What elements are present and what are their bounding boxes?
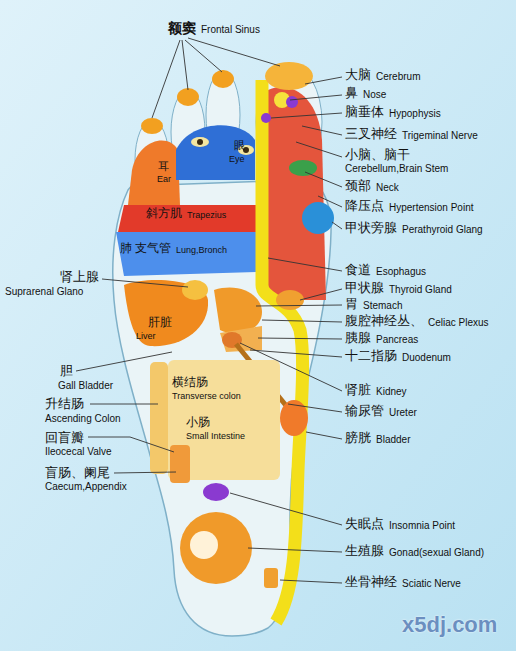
part-label: 三叉神经 [345, 127, 397, 142]
gonad-region [180, 512, 252, 584]
part-label: Hypertension Point [389, 202, 474, 214]
part-label: 脑垂体 [345, 105, 384, 120]
insomnia-point [203, 483, 229, 501]
part-label: 肾上腺 [60, 270, 99, 285]
part-label: 耳 [158, 160, 169, 173]
part-label: Trapezius [187, 210, 226, 220]
part-label: 十二指肠 [345, 349, 397, 364]
part-label: 升结肠 [45, 397, 84, 412]
part-label: Ileocecal Valve [45, 446, 112, 458]
part-label: 肺 支气管 [120, 242, 171, 256]
liver-region [124, 280, 208, 346]
ascending-colon [150, 362, 168, 474]
sinus-point [141, 118, 163, 134]
part-label: Lung,Bronch [176, 245, 227, 255]
part-label: 生殖腺 [345, 544, 384, 559]
gonad-region [190, 531, 218, 559]
part-label: 胰腺 [345, 331, 371, 346]
part-label: 胃 [345, 297, 358, 312]
part-label: Perathyroid Glang [402, 224, 483, 236]
cerebrum-point [286, 96, 298, 108]
part-label: Transverse colon [172, 391, 241, 401]
part-label: 小脑、脑干 [345, 148, 410, 163]
part-label: Pancreas [376, 334, 418, 346]
part-label: Ear [157, 174, 171, 184]
part-label: Gonad(sexual Gland) [389, 547, 484, 559]
part-label: 眼 [234, 139, 245, 152]
part-label: Caecum,Appendix [45, 481, 127, 493]
adrenal-point [182, 280, 208, 300]
part-label: Thyroid Gland [389, 284, 452, 296]
part-label: Frontal Sinus [201, 24, 260, 36]
part-label: Cerebrum [376, 71, 420, 83]
hypophysis-point [261, 113, 271, 123]
part-label: 鼻 [345, 86, 358, 101]
part-label: Liver [136, 331, 156, 341]
part-label: Nose [363, 89, 386, 101]
part-label: 肾脏 [345, 383, 371, 398]
part-label: Kidney [376, 386, 407, 398]
part-label: 回盲瓣 [45, 431, 84, 446]
part-label: 失眠点 [345, 517, 384, 532]
bladder-region [280, 400, 308, 436]
part-label: Neck [376, 182, 399, 194]
part-label: 盲肠、阑尾 [45, 466, 110, 481]
part-label: Esophagus [376, 266, 426, 278]
part-label: Trigeminal Nerve [402, 130, 478, 142]
sciatic-point [264, 568, 278, 588]
parathyroid-point [302, 202, 334, 234]
part-label: Ascending Colon [45, 413, 121, 425]
part-label: Hypophysis [389, 108, 441, 120]
part-label: 斜方肌 [146, 207, 182, 221]
part-label: 小肠 [186, 416, 210, 430]
stomach-region [214, 288, 262, 334]
part-label: 甲状腺 [345, 281, 384, 296]
ear-region [128, 140, 180, 205]
caecum-region [170, 445, 190, 483]
part-label: 颈部 [345, 179, 371, 194]
part-label: 肝脏 [148, 316, 172, 330]
part-label: 胆 [60, 364, 73, 379]
part-label: Suprarenal Glano [5, 286, 83, 298]
part-label: 输尿管 [345, 404, 384, 419]
part-label: 食道 [345, 263, 371, 278]
part-label: 横结肠 [172, 376, 208, 390]
part-label: Eye [229, 154, 245, 164]
part-label: 膀胱 [345, 431, 371, 446]
thyroid-region [276, 290, 304, 310]
part-label: Insomnia Point [389, 520, 455, 532]
part-label: Small Intestine [186, 431, 245, 441]
part-label: 甲状旁腺 [345, 221, 397, 236]
sinus-point [212, 70, 234, 88]
part-label: Duodenum [402, 352, 451, 364]
eye-region [176, 125, 255, 180]
eye-symbol [197, 139, 203, 145]
sinus-point [177, 88, 199, 106]
part-label: Stemach [363, 300, 402, 312]
eye-symbol [191, 137, 209, 147]
part-label: Cerebellum,Brain Stem [345, 163, 448, 175]
part-label: 腹腔神经丛、 [345, 314, 423, 329]
part-label: Sciatic Nerve [402, 578, 461, 590]
part-label: 额窦 [168, 20, 196, 36]
part-label: Celiac Plexus [428, 317, 489, 329]
part-label: 大脑 [345, 68, 371, 83]
watermark: x5dj.com [402, 612, 497, 637]
trigeminal-region [268, 87, 326, 300]
trapezius-region [118, 205, 258, 232]
part-label: Bladder [376, 434, 410, 446]
part-label: 降压点 [345, 199, 384, 214]
leader-lines [76, 38, 342, 583]
cerebrum-region [265, 62, 313, 90]
lung-region [116, 232, 258, 276]
part-label: Ureter [389, 407, 417, 419]
part-label: 坐骨神经 [345, 575, 397, 590]
part-label: Gall Bladder [58, 380, 113, 392]
neck-region [289, 160, 317, 176]
